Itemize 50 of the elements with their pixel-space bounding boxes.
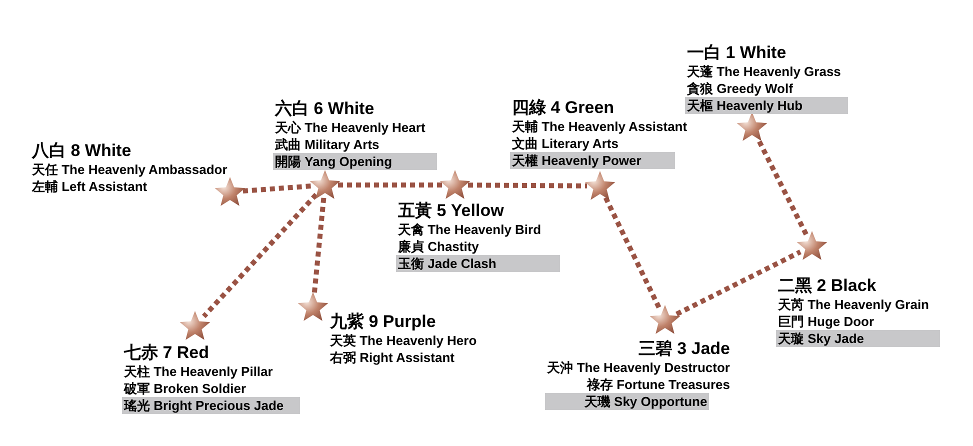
star-heading: 七赤 7 Red (122, 342, 210, 363)
star-description: 右弼 Right Assistant (328, 349, 456, 366)
star-icon (736, 111, 768, 143)
star-icon (214, 176, 246, 208)
star-heading: 二黑 2 Black (777, 275, 878, 296)
star-heading: 八白 8 White (30, 140, 132, 161)
dotted-connector (338, 182, 442, 188)
star-icon (584, 170, 616, 202)
star-heading: 五黃 5 Yellow (397, 200, 505, 221)
star-description: 左輔 Left Assistant (30, 178, 148, 195)
star-description: 貪狼 Greedy Wolf (686, 80, 794, 97)
star-heading: 三碧 3 Jade (637, 338, 731, 359)
star-icon (309, 169, 341, 201)
dotted-connector (603, 196, 662, 310)
star-description: 武曲 Military Arts (274, 136, 380, 153)
star-description: 天任 The Heavenly Ambassador (30, 161, 228, 178)
dotted-connector (242, 183, 312, 194)
star-description: 文曲 Literary Arts (511, 135, 620, 152)
highlighted-star-name: 開陽 Yang Opening (273, 153, 437, 170)
star-description: 天英 The Heavenly Hero (328, 332, 478, 349)
star-description: 破軍 Broken Soldier (122, 380, 248, 397)
star-icon (649, 304, 681, 336)
star-description: 天沖 The Heavenly Destructor (546, 359, 731, 376)
dotted-connector (312, 198, 326, 294)
highlighted-star-name: 天璇 Sky Jade (776, 330, 940, 347)
star-description: 天禽 The Heavenly Bird (396, 221, 542, 238)
star-icon (297, 291, 329, 323)
star-heading: 四綠 4 Green (511, 97, 616, 118)
dotted-connector (468, 182, 588, 188)
star-description: 天柱 The Heavenly Pillar (122, 363, 274, 380)
highlighted-star-name: 天樞 Heavenly Hub (685, 97, 848, 114)
highlighted-star-name: 玉衡 Jade Clash (396, 255, 560, 272)
star-description: 巨門 Huge Door (777, 313, 876, 330)
highlighted-star-name: 天權 Heavenly Power (510, 152, 675, 169)
star-description: 天芮 The Heavenly Grain (776, 296, 930, 313)
star-icon (796, 230, 828, 262)
star-description: 祿存 Fortune Treasures (586, 376, 731, 393)
dotted-connector (202, 192, 318, 318)
highlighted-star-name: 天璣 Sky Opportune (545, 393, 710, 410)
star-description: 天輔 The Heavenly Assistant (510, 118, 688, 135)
star-icon (179, 310, 211, 342)
highlighted-star-name: 瑤光 Bright Precious Jade (122, 397, 300, 414)
star-description: 廉貞 Chastity (397, 238, 480, 255)
star-heading: 九紫 9 Purple (328, 311, 437, 332)
star-description: 天蓬 The Heavenly Grass (686, 63, 842, 80)
star-description: 天心 The Heavenly Heart (274, 119, 426, 136)
star-heading: 六白 6 White (274, 98, 376, 119)
star-icon (439, 169, 471, 201)
star-heading: 一白 1 White (686, 42, 788, 63)
dotted-connector (675, 250, 802, 316)
